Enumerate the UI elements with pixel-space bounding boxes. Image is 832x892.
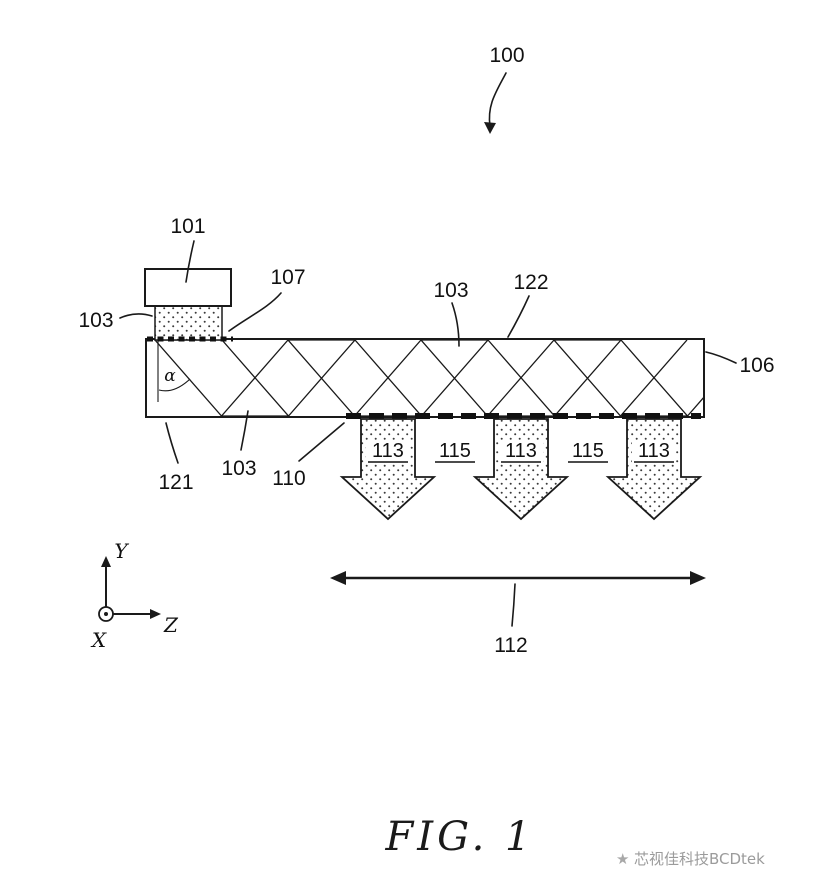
in-coupler-region — [154, 305, 223, 341]
watermark-logo-icon: ★ — [616, 850, 629, 868]
label-110: 110 — [272, 467, 305, 490]
light-source-block — [144, 268, 232, 307]
extent-arrow-112 — [330, 571, 706, 585]
watermark: ★ 芯视佳科技BCDtek — [616, 850, 765, 868]
label-103-bottom: 103 — [221, 457, 256, 480]
label-alpha: α — [164, 366, 176, 386]
label-113: 113 — [505, 440, 537, 462]
beam-segment-down — [154, 340, 290, 416]
leader-122 — [507, 295, 530, 338]
leader-110 — [298, 422, 345, 462]
leader-106 — [705, 351, 737, 364]
angle-arc — [158, 378, 191, 392]
label-115: 115 — [572, 440, 604, 462]
waveguide-bar — [145, 338, 705, 418]
beam-segment-up — [221, 340, 356, 416]
figure-caption: FIG. 1 — [385, 814, 535, 860]
label-backing — [499, 440, 543, 464]
output-arrows — [339, 418, 703, 521]
label-113: 113 — [372, 440, 404, 462]
beam-segment-down — [553, 340, 689, 416]
leader-100-arrowhead — [484, 122, 496, 134]
leader-101 — [185, 240, 195, 283]
output-arrow — [472, 418, 570, 521]
extent-arrow-left-head — [330, 571, 346, 585]
label-106: 106 — [739, 354, 774, 377]
label-107: 107 — [270, 266, 305, 289]
output-arrow — [339, 418, 437, 521]
leader-112 — [511, 583, 516, 627]
beam-segment-down — [287, 340, 423, 416]
leader-lines — [119, 72, 737, 627]
beam-segment-down — [420, 340, 556, 416]
label-121: 121 — [158, 471, 193, 494]
axis-triad: Y Z X — [90, 539, 179, 652]
output-arrow — [605, 418, 703, 521]
leader-107 — [228, 292, 282, 332]
leader-103-top — [451, 302, 460, 347]
leader-103-bottom — [240, 410, 249, 451]
axis-label-x: X — [90, 628, 107, 652]
beam-segment-up — [354, 340, 489, 416]
leader-100 — [488, 72, 507, 127]
z-axis-arrowhead — [150, 609, 161, 619]
label-backing — [366, 440, 410, 464]
axis-label-y: Y — [114, 539, 129, 563]
leader-103-left — [119, 313, 153, 319]
beam-segment-up — [487, 340, 622, 416]
leader-121 — [165, 422, 179, 464]
label-103-top: 103 — [433, 279, 468, 302]
watermark-text: 芯视佳科技BCDtek — [634, 850, 765, 868]
label-122: 122 — [513, 271, 548, 294]
label-backing — [632, 440, 676, 464]
label-100: 100 — [489, 44, 524, 67]
label-115: 115 — [439, 440, 471, 462]
label-113: 113 — [638, 440, 670, 462]
label-103-left: 103 — [78, 309, 113, 332]
extent-arrow-right-head — [690, 571, 706, 585]
reference-labels: 100 101 107 103 103 122 106 121 103 110 … — [78, 44, 774, 657]
exit-beam-labels: 113 115 113 115 113 — [366, 440, 676, 464]
label-101: 101 — [170, 215, 205, 238]
x-axis-dot — [104, 612, 108, 616]
axis-label-z: Z — [163, 613, 179, 637]
y-axis-arrowhead — [101, 556, 111, 567]
label-112: 112 — [494, 634, 527, 657]
beam-segment-up — [620, 340, 703, 416]
beam-path-group — [154, 340, 703, 416]
